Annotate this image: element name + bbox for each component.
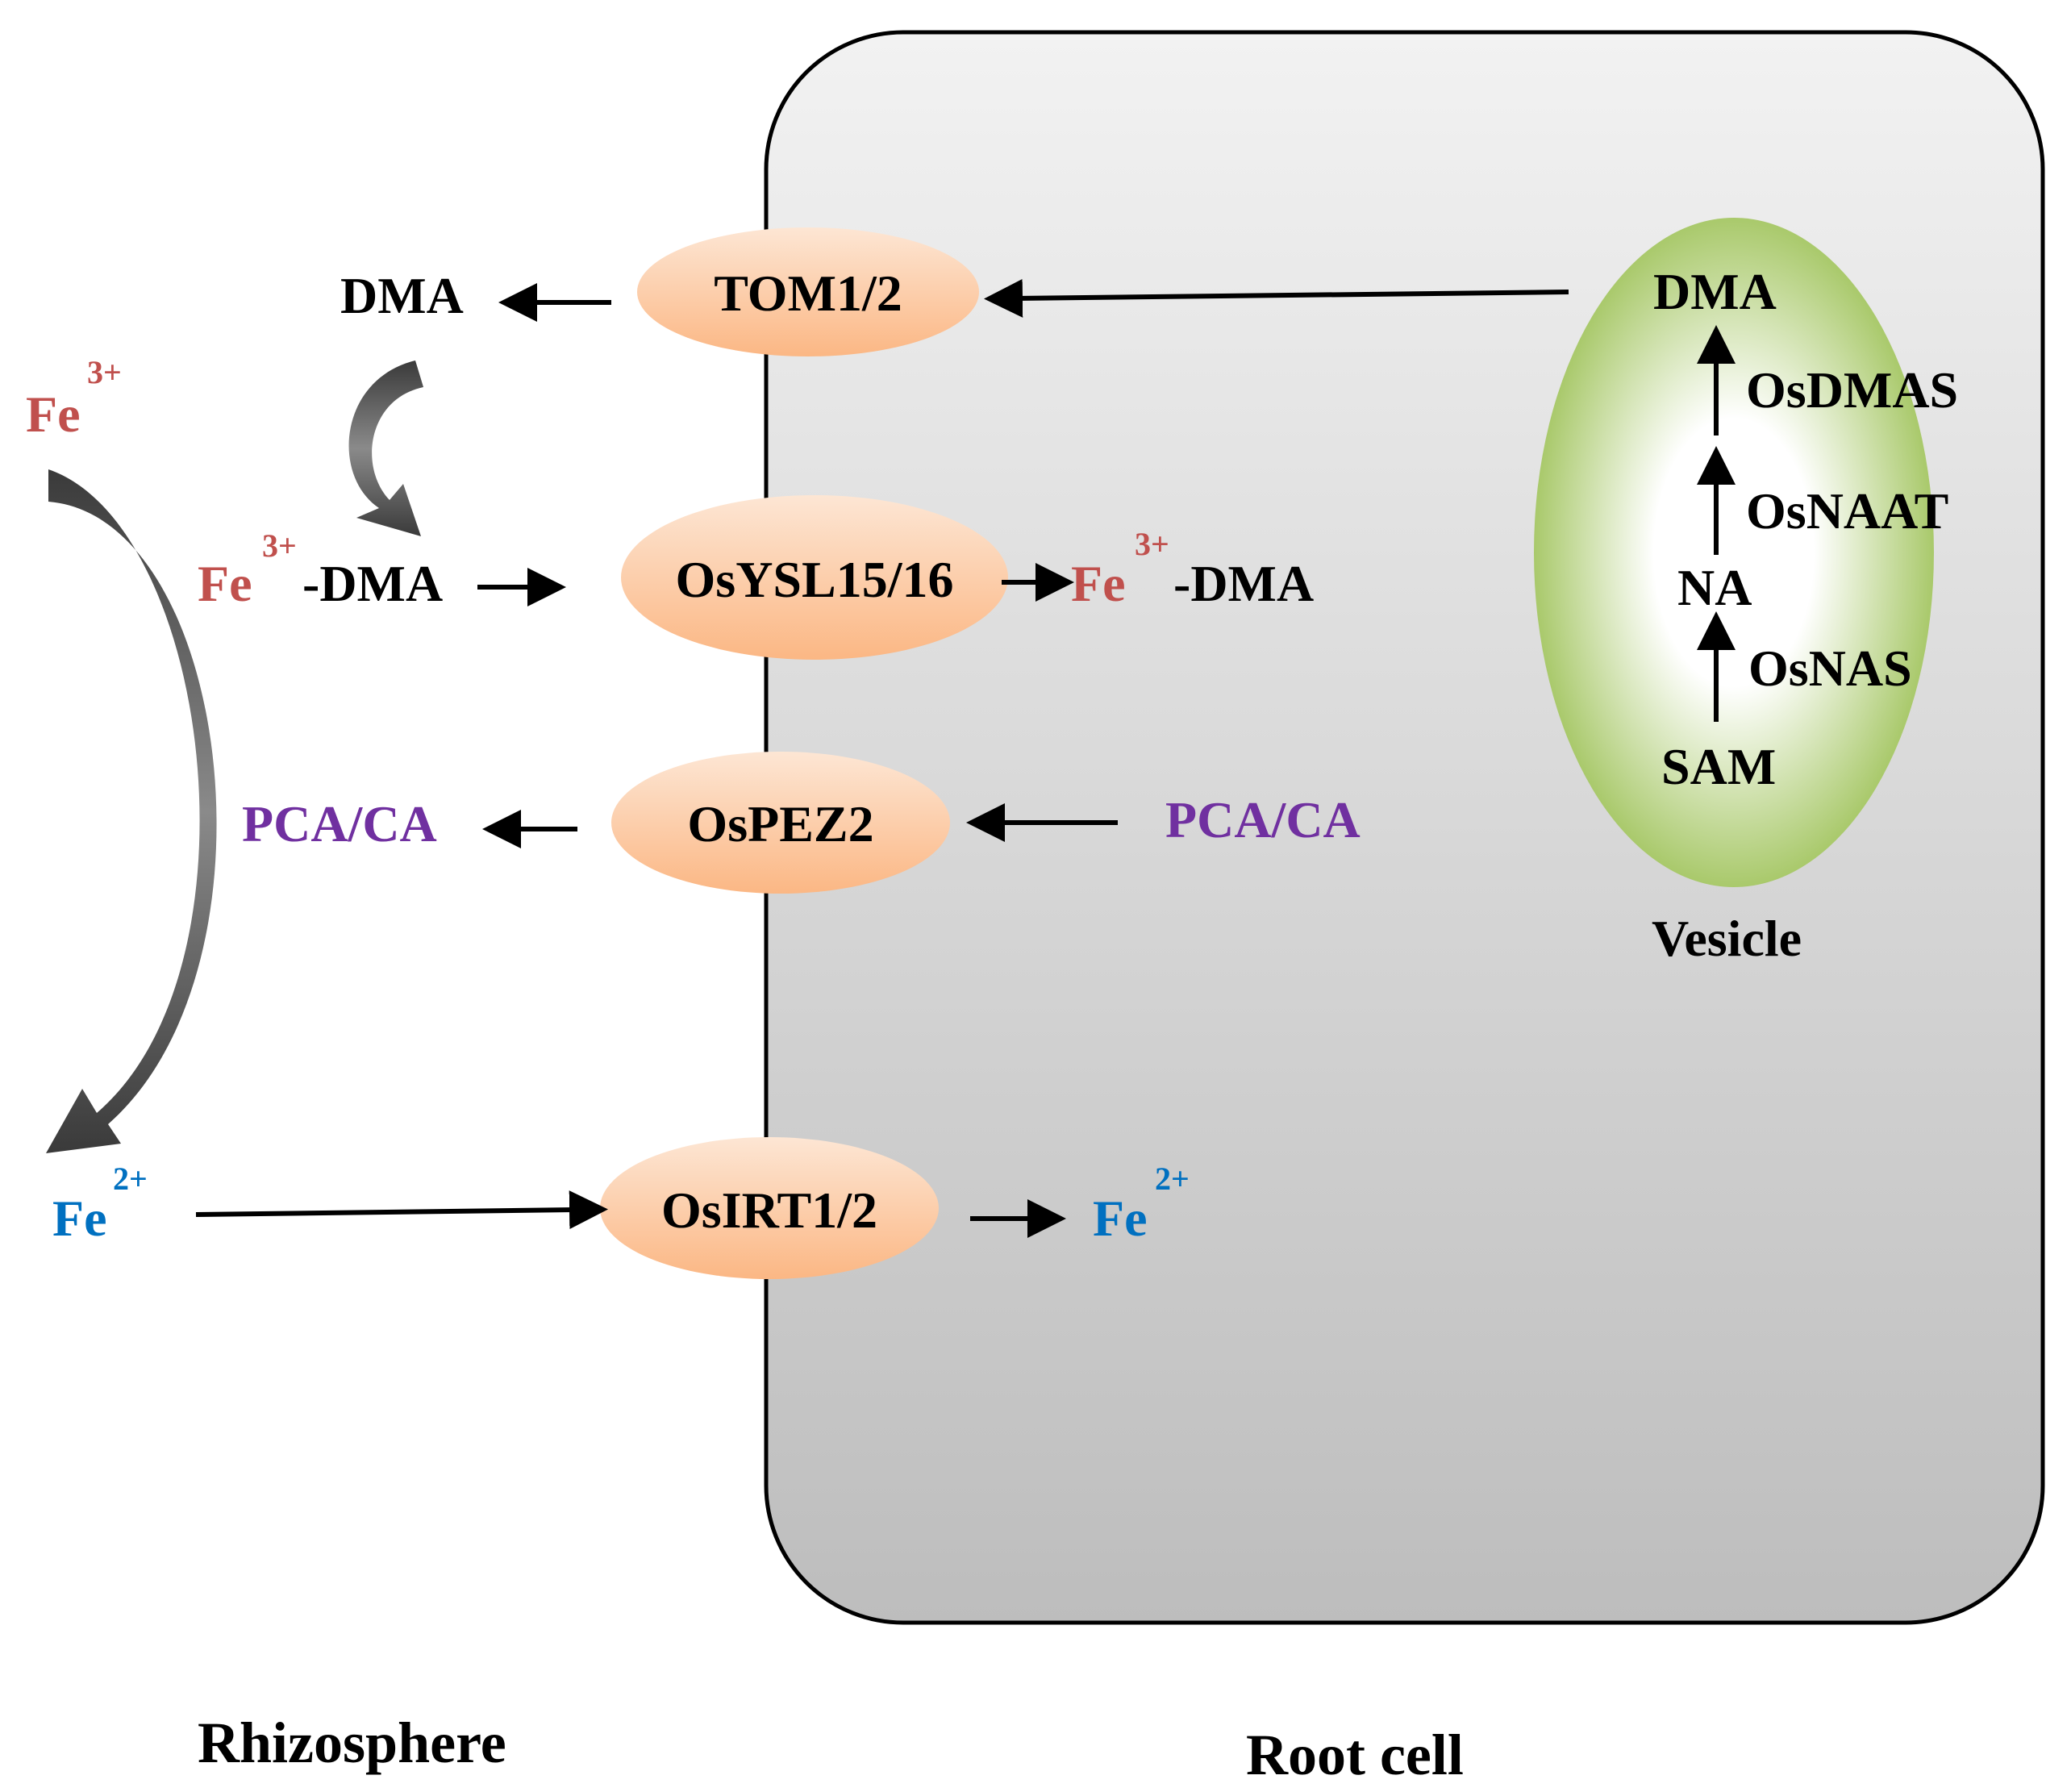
label-fe3-rhizosphere: Fe [26,385,81,443]
sup-fe3-dma-out: 3+ [262,527,297,564]
sup-fe2-out: 2+ [113,1161,148,1197]
label-vesicle: Vesicle [1652,910,1802,967]
sup-fe3-dma-in: 3+ [1135,526,1169,562]
label-osdmas: OsDMAS [1746,361,1958,419]
label-fe2-out: Fe [52,1190,107,1247]
transporter-ospez [611,752,950,894]
label-osirt: OsIRT1/2 [661,1181,877,1239]
label-fe3-dma-out: Fe [198,555,252,612]
transporter-tom [637,227,979,356]
label-fe2-in: Fe [1093,1190,1148,1247]
label-dma-out: DMA [340,267,464,324]
arrow-vesicle-to-tom [984,278,1569,318]
label-rhizosphere: Rhizosphere [198,1711,506,1775]
sup-fe3-rhizosphere: 3+ [87,354,122,390]
label-tom: TOM1/2 [714,265,902,322]
transporter-osirt [600,1137,939,1279]
label-root-cell: Root cell [1246,1723,1464,1787]
label-sam: SAM [1661,738,1776,795]
label-fe3-dma-in: Fe [1071,555,1126,612]
label-pca-out: PCA/CA [242,795,437,852]
transporter-osysl [621,495,1008,660]
reduction-arrow-icon [46,469,217,1153]
label-dma-suffix-in: -DMA [1173,555,1314,612]
label-dma-suffix-out: -DMA [302,555,443,612]
sup-fe2-in: 2+ [1155,1161,1190,1197]
arrow-fe2-to-osirt [195,1190,608,1230]
label-osysl: OsYSL15/16 [676,551,954,608]
label-pca-in: PCA/CA [1165,791,1361,848]
label-osnas: OsNAS [1748,640,1912,697]
vesicle [1534,218,1934,887]
label-ospez: OsPEZ2 [687,795,873,852]
label-osnaat: OsNAAT [1746,482,1948,540]
label-vesicle-dma: DMA [1653,263,1777,320]
curved-arrow-icon [348,360,423,536]
label-na: NA [1677,559,1752,616]
